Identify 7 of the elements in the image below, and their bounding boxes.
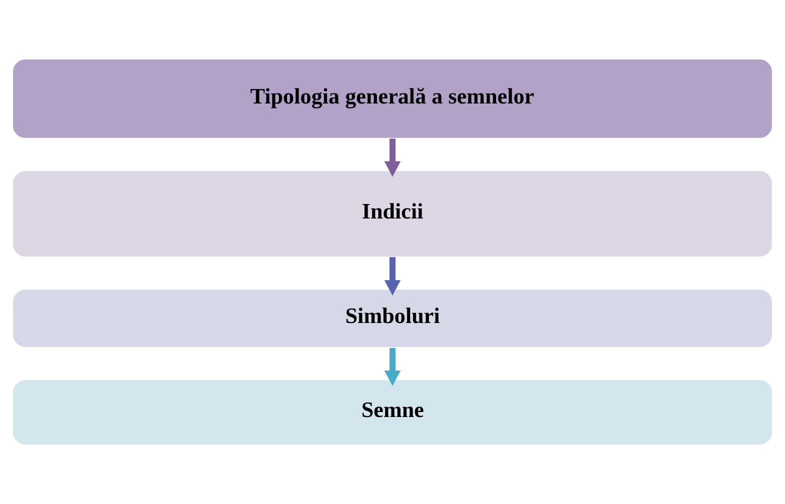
- arrow: [384, 348, 401, 386]
- node-box: Simboluri: [12, 288, 773, 348]
- node-box: Semne: [12, 379, 773, 446]
- node-box: Indicii: [12, 170, 773, 258]
- node-box: Tipologia generală a semnelor: [12, 58, 773, 139]
- arrow: [384, 138, 401, 177]
- arrow: [384, 257, 401, 296]
